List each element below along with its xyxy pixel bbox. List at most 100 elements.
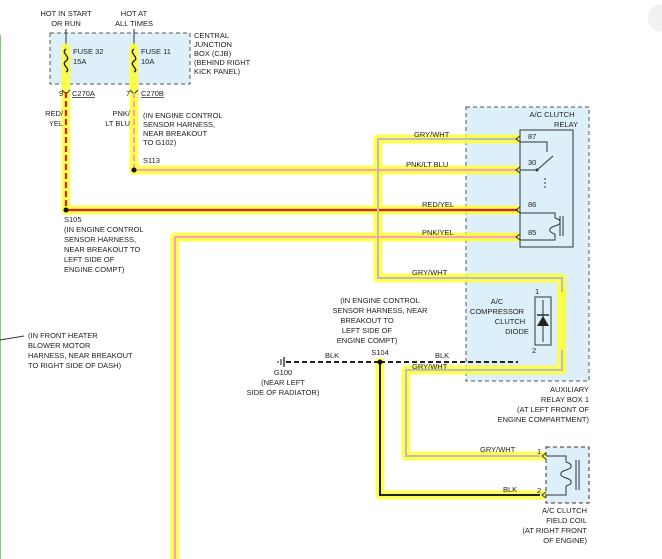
- svg-text:RELAY BOX 1: RELAY BOX 1: [541, 395, 589, 404]
- svg-text:JUNCTION: JUNCTION: [194, 40, 232, 49]
- pnk-lt-blu-30-label: PNK/LT BLU: [406, 160, 448, 169]
- svg-text:SIDE OF RADIATOR): SIDE OF RADIATOR): [247, 388, 320, 397]
- fuse11-icon: [131, 48, 137, 73]
- svg-text:LT BLU: LT BLU: [105, 119, 130, 128]
- auxiliary-relay-box-label: AUXILIARY RELAY BOX 1 (AT LEFT FRONT OF …: [498, 385, 590, 424]
- front-heater-label: (IN FRONT HEATER BLOWER MOTOR HARNESS, N…: [28, 331, 133, 370]
- svg-text:TO G102): TO G102): [143, 138, 177, 147]
- fuse32-label: FUSE 32 15A: [73, 47, 103, 66]
- relay-title: A/C CLUTCH RELAY: [529, 110, 578, 129]
- svg-text:G100: G100: [274, 368, 292, 377]
- svg-text:A/C: A/C: [491, 297, 504, 306]
- diode-label: A/C COMPRESSOR CLUTCH DIODE: [470, 297, 529, 336]
- blk-coil-label: BLK: [503, 485, 517, 494]
- svg-text:CLUTCH: CLUTCH: [495, 317, 525, 326]
- svg-text:HARNESS, NEAR BREAKOUT: HARNESS, NEAR BREAKOUT: [28, 351, 133, 360]
- svg-text:KICK PANEL): KICK PANEL): [194, 67, 241, 76]
- svg-text:AUXILIARY: AUXILIARY: [550, 385, 589, 394]
- pnk-yel-85-wire: [174, 236, 518, 559]
- svg-text:(AT RIGHT FRONT: (AT RIGHT FRONT: [522, 526, 587, 535]
- pnk-yel-85-label: PNK/YEL: [422, 228, 454, 237]
- relay-pin-85: 85: [528, 228, 536, 237]
- red-yel-86-label: RED/YEL: [422, 200, 454, 209]
- gry-wht-87-wire: [377, 138, 544, 279]
- g100-label: G100 (NEAR LEFT SIDE OF RADIATOR): [247, 368, 320, 397]
- relay-pin-87: 87: [528, 132, 536, 141]
- svg-text:A/C CLUTCH: A/C CLUTCH: [529, 110, 574, 119]
- svg-text:(IN ENGINE CONTROL: (IN ENGINE CONTROL: [64, 225, 144, 234]
- svg-text:ENGINE COMPT): ENGINE COMPT): [337, 336, 398, 345]
- svg-text:S105: S105: [64, 215, 82, 224]
- svg-text:LEFT SIDE OF: LEFT SIDE OF: [342, 326, 393, 335]
- svg-text:(NEAR LEFT: (NEAR LEFT: [261, 378, 305, 387]
- gry-wht-coil-label: GRY/WHT: [480, 445, 516, 454]
- gry-wht-lower-label: GRY/WHT: [412, 362, 448, 371]
- relay-coil-icon: [520, 212, 564, 241]
- svg-text:BREAKOUT TO: BREAKOUT TO: [340, 316, 394, 325]
- blk-g100-label: BLK: [325, 351, 339, 360]
- cjb-box: [49, 32, 191, 85]
- svg-text:(IN FRONT HEATER: (IN FRONT HEATER: [28, 331, 98, 340]
- svg-text:RED/: RED/: [45, 109, 64, 118]
- coil-pin-2: 2: [537, 486, 541, 495]
- svg-text:(IN ENGINE CONTROL: (IN ENGINE CONTROL: [340, 296, 420, 305]
- diode-pin-2: 2: [532, 346, 536, 355]
- svg-text:FUSE 11: FUSE 11: [141, 47, 171, 56]
- svg-text:YEL: YEL: [49, 119, 63, 128]
- svg-text:PNK/: PNK/: [112, 109, 130, 118]
- svg-text:SENSOR HARNESS,: SENSOR HARNESS,: [143, 120, 215, 129]
- svg-text:OF ENGINE): OF ENGINE): [543, 536, 587, 545]
- relay-pin-86: 86: [528, 200, 536, 209]
- hot-all-times-label: HOT AT ALL TIMES: [115, 9, 153, 28]
- relay-pin-arrows: [515, 135, 521, 241]
- svg-text:ENGINE COMPT): ENGINE COMPT): [64, 265, 125, 274]
- blk-coil-wire: [379, 362, 540, 496]
- svg-text:RELAY: RELAY: [554, 120, 578, 129]
- svg-text:OR RUN: OR RUN: [51, 19, 81, 28]
- svg-text:S104: S104: [371, 348, 389, 357]
- blk-s104-label: BLK: [435, 351, 449, 360]
- s105-label: S105 (IN ENGINE CONTROL SENSOR HARNESS, …: [64, 215, 144, 274]
- svg-text:TO RIGHT SIDE OF DASH): TO RIGHT SIDE OF DASH): [28, 361, 122, 370]
- svg-text:CENTRAL: CENTRAL: [194, 31, 229, 40]
- hot-start-run-label: HOT IN START OR RUN: [40, 9, 92, 28]
- svg-text:(BEHIND RIGHT: (BEHIND RIGHT: [194, 58, 251, 67]
- s104-label: (IN ENGINE CONTROL SENSOR HARNESS, NEAR …: [332, 296, 428, 357]
- svg-text:BOX (CJB): BOX (CJB): [194, 49, 232, 58]
- gry-wht-lower-wire: [405, 350, 563, 457]
- s113-splice-dot: [131, 167, 137, 173]
- pin-9-label: 9: [59, 89, 63, 98]
- svg-text:10A: 10A: [141, 57, 154, 66]
- svg-text:ENGINE COMPARTMENT): ENGINE COMPARTMENT): [498, 415, 590, 424]
- pin-7-label: 7: [126, 89, 130, 98]
- svg-text:SENSOR HARNESS,: SENSOR HARNESS,: [64, 235, 136, 244]
- svg-text:NEAR BREAKOUT: NEAR BREAKOUT: [143, 129, 208, 138]
- svg-text:A/C CLUTCH: A/C CLUTCH: [542, 506, 587, 515]
- svg-text:BLOWER MOTOR: BLOWER MOTOR: [28, 341, 91, 350]
- gry-wht-diode-wire: [544, 277, 563, 292]
- svg-text:ALL TIMES: ALL TIMES: [115, 19, 153, 28]
- svg-text:SENSOR HARNESS, NEAR: SENSOR HARNESS, NEAR: [332, 306, 428, 315]
- pnk-lt-blu-left-label: PNK/ LT BLU: [105, 109, 131, 128]
- svg-text:15A: 15A: [73, 57, 86, 66]
- svg-text:(IN ENGINE CONTROL: (IN ENGINE CONTROL: [143, 111, 223, 120]
- svg-text:NEAR BREAKOUT TO: NEAR BREAKOUT TO: [64, 245, 140, 254]
- clutch-coil-icon: [541, 452, 580, 499]
- svg-text:S113: S113: [143, 156, 160, 165]
- coil-pin-1: 1: [537, 447, 541, 456]
- fuse11-label: FUSE 11 10A: [141, 47, 171, 66]
- clutch-coil-label: A/C CLUTCH FIELD COIL (AT RIGHT FRONT OF…: [522, 506, 587, 545]
- page-corner-shadow: [648, 4, 662, 32]
- svg-text:(AT LEFT FRONT OF: (AT LEFT FRONT OF: [517, 405, 589, 414]
- front-heater-leader: [0, 335, 25, 341]
- s105-splice-dot: [63, 207, 69, 213]
- svg-text:COMPRESSOR: COMPRESSOR: [470, 307, 525, 316]
- svg-text:FIELD COIL: FIELD COIL: [546, 516, 587, 525]
- s113-label: (IN ENGINE CONTROL SENSOR HARNESS, NEAR …: [143, 111, 223, 165]
- red-yel-left-label: RED/ YEL: [45, 109, 64, 128]
- connector-c270b-label: C270B: [141, 89, 164, 98]
- svg-text:FUSE 32: FUSE 32: [73, 47, 103, 56]
- connector-c270a-label: C270A: [72, 89, 95, 98]
- diode-icon: [537, 300, 549, 342]
